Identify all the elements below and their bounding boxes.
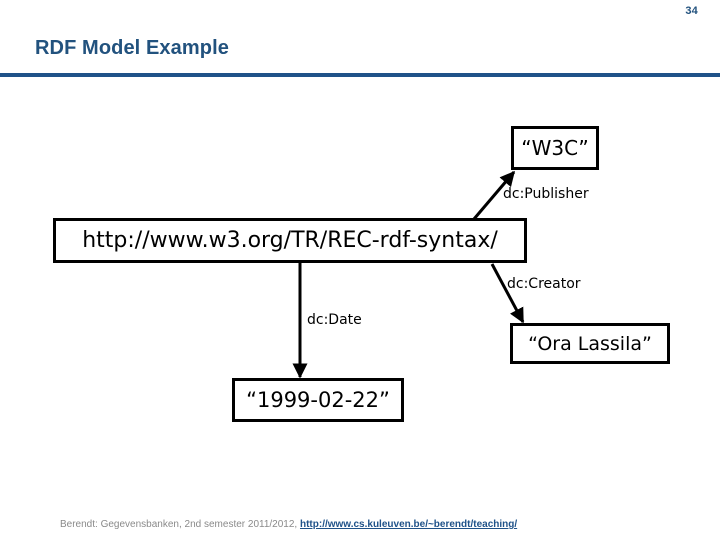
node-object-date: “1999-02-22” — [232, 378, 404, 422]
node-object-w3c: “W3C” — [511, 126, 599, 170]
node-object-ora-lassila: “Ora Lassila” — [510, 323, 670, 364]
edge-label-dc-date: dc:Date — [307, 312, 362, 328]
footer-link[interactable]: http://www.cs.kuleuven.be/~berendt/teach… — [299, 519, 518, 530]
edge-line-publisher — [472, 170, 516, 220]
edge-label-dc-publisher: dc:Publisher — [503, 186, 589, 202]
title-divider — [0, 73, 720, 77]
page-title: RDF Model Example — [35, 37, 229, 59]
edge-line-creator — [490, 263, 525, 324]
footer-text: Berendt: Gegevensbanken, 2nd semester 20… — [60, 519, 300, 530]
footer: Berendt: Gegevensbanken, 2nd semester 20… — [60, 519, 517, 530]
page-number: 34 — [685, 5, 698, 17]
node-subject-url: http://www.w3.org/TR/REC-rdf-syntax/ — [53, 218, 527, 263]
edge-label-dc-creator: dc:Creator — [507, 276, 581, 292]
